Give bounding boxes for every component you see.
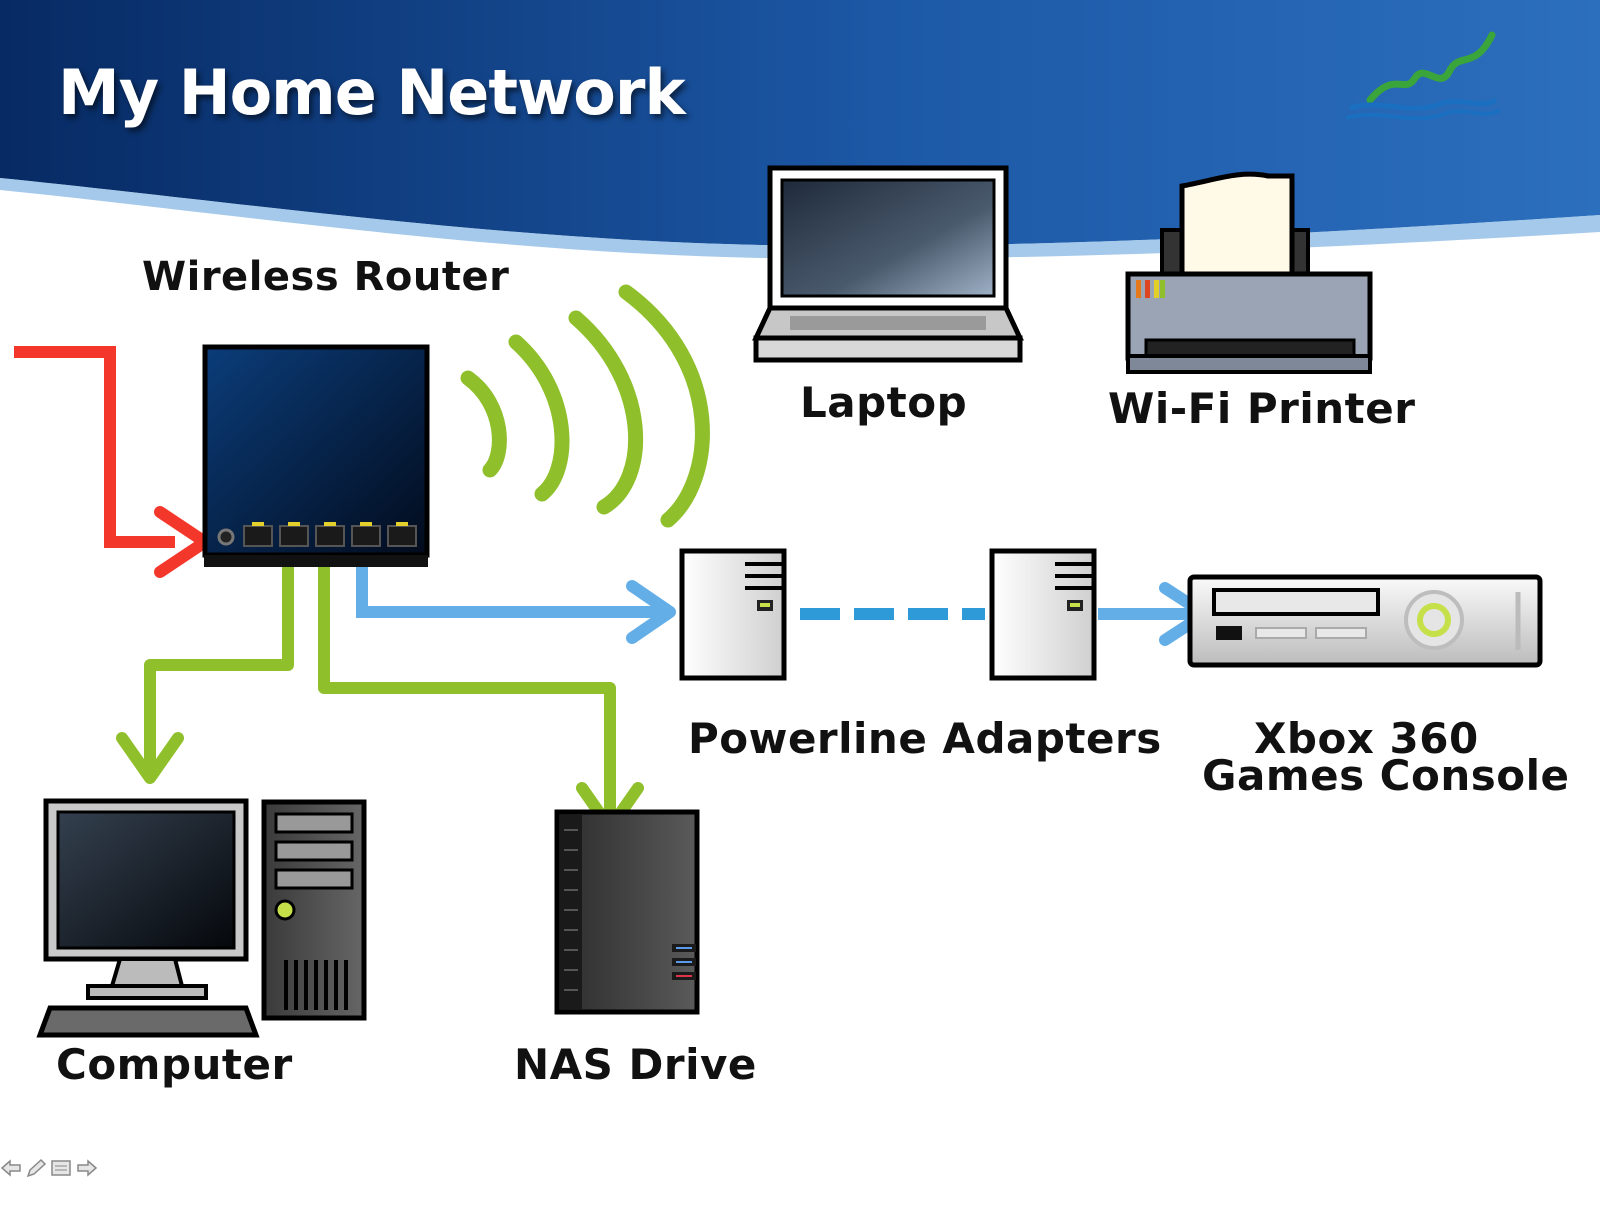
computer-icon: [36, 798, 367, 1038]
xbox-console-icon: [1187, 574, 1543, 668]
slide-title: My Home Network: [58, 56, 686, 129]
logo-icon: [1345, 31, 1502, 121]
pen-icon[interactable]: [25, 1158, 47, 1178]
wired-link-computer: [116, 548, 294, 784]
powerline-label: Powerline Adapters: [688, 714, 1162, 763]
wired-link-nas: [318, 548, 644, 834]
router-icon: [202, 344, 430, 567]
menu-icon[interactable]: [50, 1158, 72, 1178]
next-arrow-icon[interactable]: [76, 1158, 98, 1178]
nas-label: NAS Drive: [514, 1040, 757, 1089]
computer-label: Computer: [56, 1040, 293, 1089]
xbox-label-line1: Xbox 360: [1254, 714, 1479, 763]
powerline-adapter-icon: [679, 548, 787, 681]
xbox-label-line2: Games Console: [1202, 751, 1570, 800]
printer-icon: [1125, 171, 1373, 374]
router-label: Wireless Router: [142, 254, 510, 300]
nas-drive-icon: [554, 809, 700, 1015]
laptop-icon: [752, 165, 1024, 363]
previous-arrow-icon[interactable]: [0, 1158, 22, 1178]
printer-label: Wi-Fi Printer: [1108, 384, 1416, 433]
powerline-adapter-icon: [989, 548, 1097, 681]
wifi-signal-icon: [460, 284, 710, 528]
internet-connection: [14, 346, 211, 578]
laptop-label: Laptop: [800, 378, 968, 427]
